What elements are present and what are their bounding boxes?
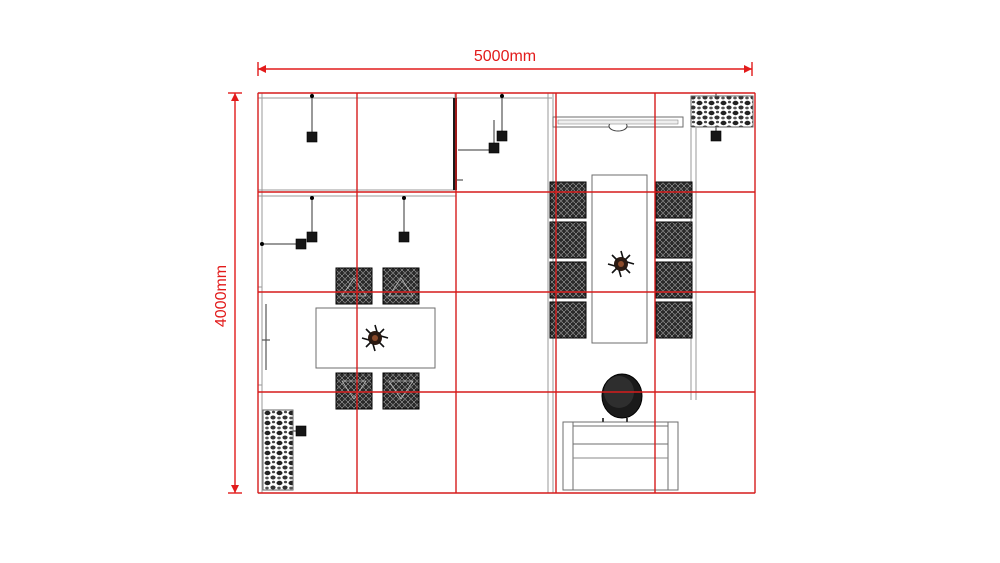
flower-centerpiece-icon (361, 324, 389, 352)
left-dining-set (315, 267, 436, 410)
tv-icon (552, 116, 684, 132)
chair-icon (335, 267, 373, 305)
flower-centerpiece-icon (607, 250, 635, 278)
chair-icon (655, 301, 693, 339)
pendant-lamp-icon (260, 196, 318, 250)
pendant-lamp-icon (398, 196, 410, 243)
pendant-lamps (260, 93, 722, 437)
chair-icon (655, 221, 693, 259)
right-dining-set (549, 174, 693, 344)
chair-icon (655, 181, 693, 219)
dark-wall-panel (453, 98, 457, 190)
height-dimension: 4000mm (213, 92, 242, 494)
planter-icon (262, 409, 294, 491)
wall-shelf (262, 304, 270, 370)
pendant-lamp-icon (306, 93, 318, 143)
width-label: 5000mm (474, 48, 536, 65)
grid-overlay (257, 92, 756, 494)
chair-icon (335, 372, 373, 410)
planter-icon (690, 95, 754, 128)
pendant-lamp-icon (488, 93, 508, 154)
stool-icon (601, 373, 643, 419)
chair-icon (382, 267, 420, 305)
chair-icon (382, 372, 420, 410)
sofa-icon (562, 418, 679, 491)
height-label: 4000mm (213, 265, 230, 327)
width-dimension: 5000mm (257, 48, 753, 76)
